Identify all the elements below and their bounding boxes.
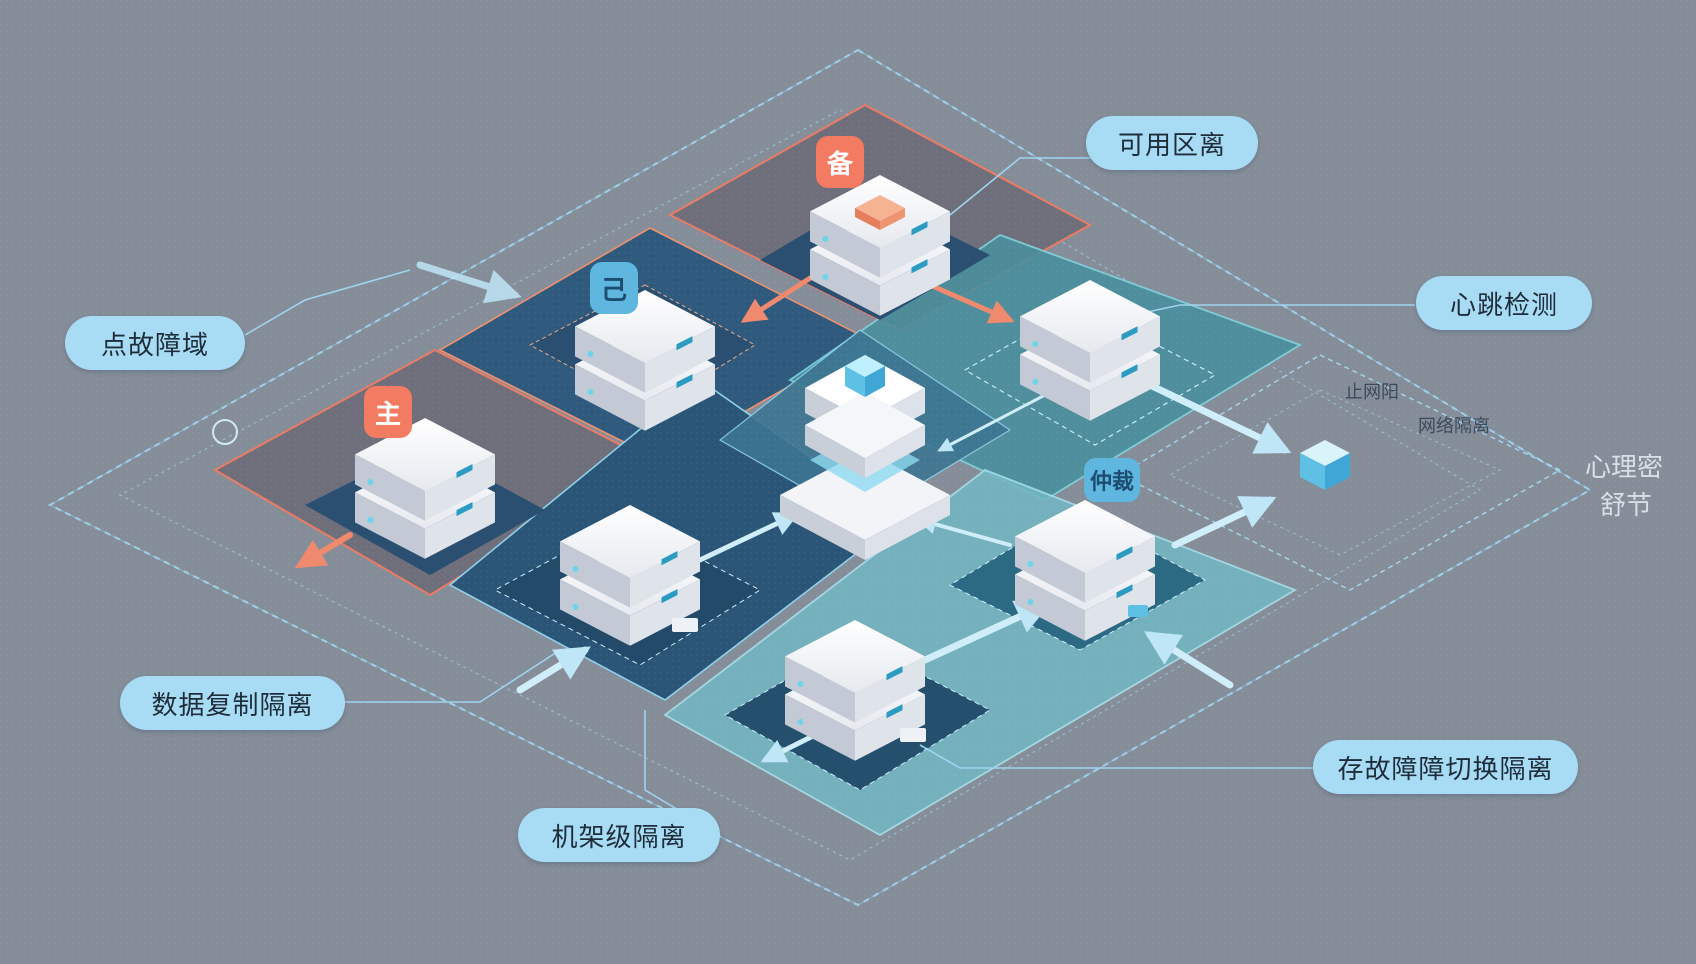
badge-primary: 主	[364, 386, 412, 438]
label-availability-zone: 可用区离	[1086, 116, 1258, 170]
server-heartbeat-icon	[1020, 280, 1160, 421]
faint-tag-b: 网络隔离	[1418, 416, 1490, 437]
server-arbiter-zone-icon	[1015, 500, 1155, 641]
network-node-icon	[1300, 440, 1350, 490]
label-heartbeat: 心跳检测	[1416, 276, 1592, 330]
side-text-a: 心理密	[1585, 453, 1664, 483]
label-data-replication: 数据复制隔离	[120, 676, 345, 730]
label-rack-isolation: 机架级隔离	[518, 808, 720, 862]
label-failover-isolation: 存故障障切换隔离	[1313, 740, 1578, 794]
label-single-fault-domain: 点故障域	[65, 316, 245, 370]
server-rack-icon	[560, 505, 700, 646]
cube-icon	[845, 355, 885, 397]
side-text-b: 舒节	[1600, 491, 1653, 521]
server-backup-icon	[810, 175, 950, 316]
badge-arbiter: 仲裁	[1084, 458, 1140, 502]
router-icons	[212, 419, 1148, 742]
badge-standby: 己	[590, 262, 638, 314]
server-failover-icon	[785, 620, 925, 761]
badge-backup: 备	[816, 136, 864, 188]
replication-arrows	[294, 261, 1292, 763]
faint-tag-a: 止网阳	[1345, 382, 1399, 403]
package-icon	[855, 195, 905, 230]
